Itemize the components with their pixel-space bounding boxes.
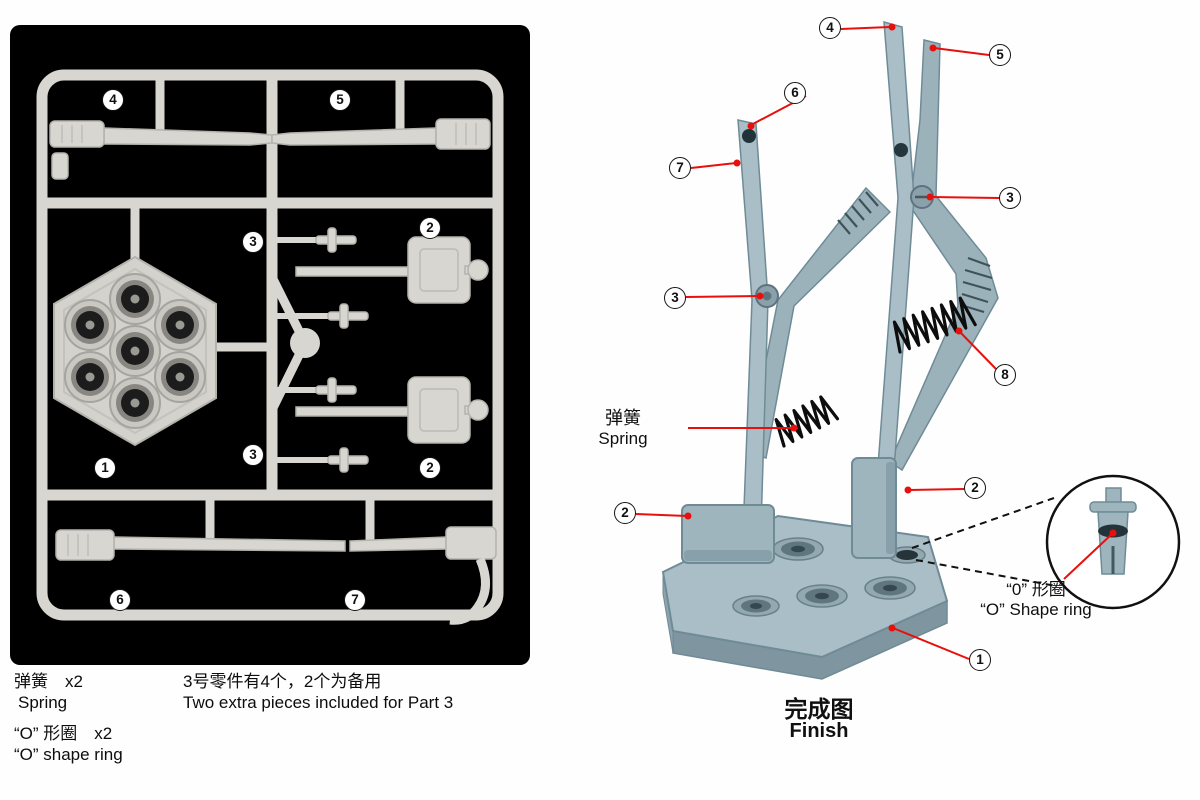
left-clamp-front-arm — [737, 119, 769, 561]
sprue-callout-3-lower: 3 — [242, 444, 264, 466]
assembly-callout-1: 1 — [969, 649, 991, 671]
sprue-part-2b — [295, 376, 489, 444]
sprue-callout-3-upper: 3 — [242, 231, 264, 253]
right-clamp-grip-texture — [961, 256, 993, 314]
left-clamp-grip-texture — [837, 191, 879, 235]
assembly-callout-7: 7 — [669, 157, 691, 179]
base-holes — [64, 273, 206, 429]
sprue-photo — [36, 69, 504, 625]
left-clamp-handle-hole — [742, 129, 756, 143]
sprue-part-6 — [55, 529, 346, 561]
sprue-callout-7: 7 — [344, 589, 366, 611]
left-clamp — [737, 119, 892, 561]
spring-label-zh: 弹簧 — [605, 408, 641, 428]
base-holes — [732, 537, 926, 617]
left-clamp-spring — [774, 395, 840, 448]
sprue-callout-5: 5 — [329, 89, 351, 111]
assembly-callout-6: 6 — [784, 82, 806, 104]
assembly-callout-3-right: 3 — [999, 187, 1021, 209]
sprue-callout-6: 6 — [109, 589, 131, 611]
finish-title-en: Finish — [789, 720, 849, 742]
assembly-callout-5: 5 — [989, 44, 1011, 66]
sprue-callout-2-lower: 2 — [419, 457, 441, 479]
sprue-callout-4: 4 — [102, 89, 124, 111]
note-extra-parts-en: Two extra pieces included for Part 3 — [183, 693, 454, 712]
assembly-callout-4: 4 — [819, 17, 841, 39]
sprue-part-4 — [49, 120, 273, 180]
note-oring-en: “O” shape ring — [14, 745, 123, 764]
right-clamp-spring — [892, 296, 977, 354]
callout-leader-lines — [635, 23, 1117, 660]
assembly-callout-3-left: 3 — [664, 287, 686, 309]
sprue-callout-1: 1 — [94, 457, 116, 479]
spring-label-en: Spring — [598, 429, 648, 448]
sprue-part-7 — [349, 526, 497, 625]
oring-label-zh: “0” 形圈 — [1006, 580, 1066, 599]
sprue-photo-panel: 4 5 3 2 1 3 2 6 7 — [10, 25, 530, 665]
sprue-part-2a — [295, 236, 489, 304]
finished-assembly-illustration — [635, 20, 1181, 680]
magnified-detail — [911, 474, 1181, 610]
sprue-part-3-pins — [272, 227, 369, 473]
assembly-callout-8: 8 — [994, 364, 1016, 386]
note-spring-en: Spring — [18, 693, 68, 712]
right-clamp-handle-hole — [894, 143, 908, 157]
left-riser-block — [681, 504, 775, 564]
note-spring-zh: 弹簧 x2 — [14, 672, 83, 691]
sprue-part-5 — [271, 118, 491, 150]
assembly-callout-2-left: 2 — [614, 502, 636, 524]
finish-title-zh: 完成图 — [784, 696, 854, 722]
sprue-part-1 — [53, 255, 217, 447]
right-riser-block — [851, 457, 897, 559]
sprue-callout-2-upper: 2 — [419, 217, 441, 239]
left-clamp-rear-arm — [747, 186, 892, 459]
note-extra-parts-zh: 3号零件有4个，2个为备用 — [183, 672, 382, 691]
runner-gate — [290, 328, 320, 358]
assembly-callout-2-right: 2 — [964, 477, 986, 499]
note-oring-zh: “O” 形圈 x2 — [14, 724, 113, 743]
oring-label-en: “O” Shape ring — [980, 600, 1092, 619]
